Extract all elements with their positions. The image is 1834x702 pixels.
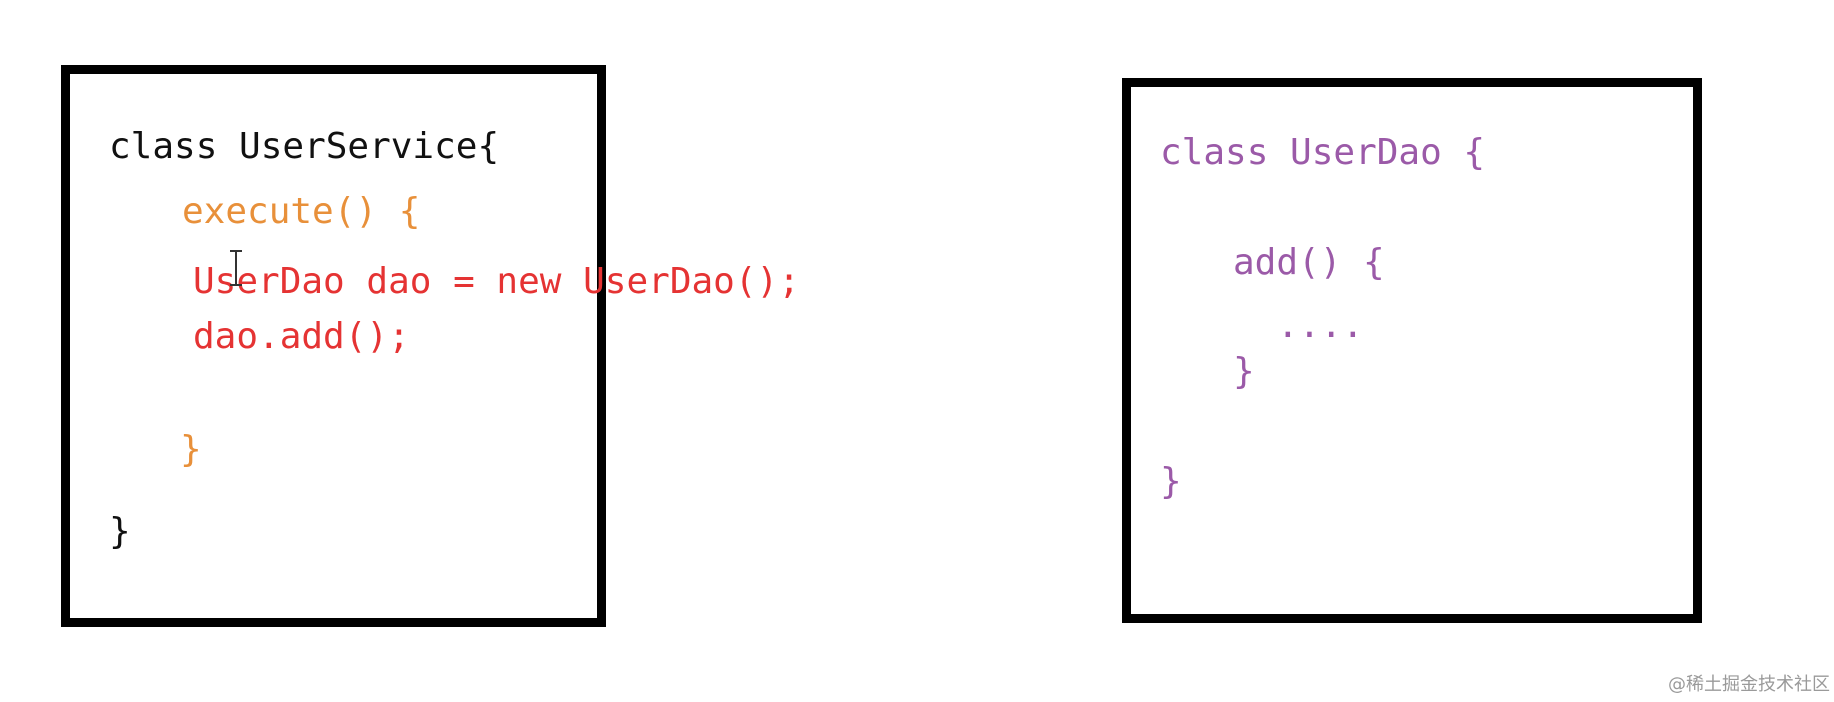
- add-method-body-ellipsis: ....: [1277, 305, 1364, 346]
- dao-add-call-statement: dao.add();: [193, 316, 410, 357]
- execute-method-declaration: execute() {: [182, 191, 421, 232]
- add-method-declaration: add() {: [1233, 242, 1385, 283]
- execute-method-closing-brace: }: [180, 429, 202, 470]
- user-service-class-declaration: class UserService{: [109, 126, 500, 167]
- text-cursor-icon: [230, 250, 242, 286]
- user-dao-closing-brace: }: [1160, 461, 1182, 502]
- user-service-closing-brace: }: [109, 511, 131, 552]
- user-dao-box: [1122, 78, 1702, 623]
- user-dao-class-declaration: class UserDao {: [1160, 132, 1486, 173]
- new-user-dao-statement: UserDao dao = new UserDao();: [193, 261, 800, 302]
- user-service-box: [61, 65, 606, 627]
- watermark: @稀土掘金技术社区: [1668, 674, 1830, 695]
- add-method-closing-brace: }: [1233, 351, 1255, 392]
